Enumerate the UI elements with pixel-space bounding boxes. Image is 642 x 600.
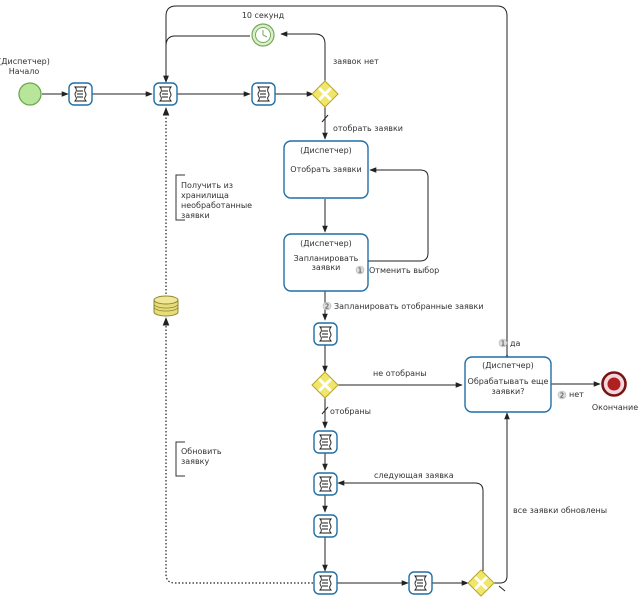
task-label-line1: Обрабатывать еще bbox=[468, 377, 549, 386]
task-role: (Диспетчер) bbox=[482, 361, 534, 370]
task-label-line1: Запланировать bbox=[294, 254, 359, 263]
clock-hands-icon bbox=[262, 30, 268, 38]
default-flow-slash-2 bbox=[321, 406, 329, 415]
task-label: Отобрать заявки bbox=[290, 165, 361, 174]
condition-badge bbox=[355, 265, 365, 275]
flow-timer-to-script2[interactable] bbox=[163, 35, 250, 83]
default-flow-slash-3 bbox=[498, 585, 506, 592]
label-selected: отобраны bbox=[330, 407, 371, 416]
badge-yes: 1 bbox=[498, 338, 508, 348]
label-no: нет bbox=[569, 390, 584, 399]
database-rings bbox=[153, 303, 179, 312]
condition-badge bbox=[498, 338, 508, 348]
end-event-label: Окончание bbox=[592, 403, 638, 412]
script-icon bbox=[158, 86, 173, 102]
condition-badge bbox=[557, 390, 567, 400]
script-task-8[interactable] bbox=[313, 571, 338, 595]
start-event-icon[interactable] bbox=[18, 82, 42, 106]
script-icon bbox=[318, 575, 333, 591]
end-event[interactable]: Окончание bbox=[592, 371, 638, 413]
end-event-core bbox=[607, 377, 621, 391]
annotation-bracket bbox=[175, 441, 185, 477]
label-plan-selected: Запланировать отобранные заявки bbox=[334, 302, 484, 311]
label-all-updated: все заявки обновлены bbox=[513, 506, 607, 515]
gateway-no-orders[interactable] bbox=[311, 80, 339, 108]
script-task-6[interactable] bbox=[313, 472, 338, 496]
start-event-label: Начало bbox=[9, 67, 40, 76]
flow-next-order[interactable] bbox=[337, 480, 484, 571]
start-event[interactable]: (Диспетчер) Начало bbox=[0, 57, 50, 106]
annotation-line: Получить из bbox=[181, 181, 233, 190]
annotation-line: заявки bbox=[181, 211, 210, 220]
flow-all-updated[interactable] bbox=[494, 412, 510, 584]
script-task-5[interactable] bbox=[313, 430, 338, 454]
annotation-line: необработанные bbox=[181, 201, 252, 210]
data-associations bbox=[162, 107, 313, 584]
task-process-more[interactable]: (Диспетчер) Обрабатывать еще заявки? bbox=[464, 356, 552, 413]
script-task-3[interactable] bbox=[251, 82, 276, 106]
start-event-role: (Диспетчер) bbox=[0, 57, 50, 66]
label-not-selected: не отобраны bbox=[373, 369, 427, 378]
script-task-1[interactable] bbox=[68, 82, 93, 106]
task-role: (Диспетчер) bbox=[300, 239, 352, 248]
flow-gateway1-to-timer[interactable] bbox=[280, 31, 326, 83]
gateway-all-updated[interactable] bbox=[467, 569, 495, 597]
timer-label: 10 секунд bbox=[242, 11, 285, 20]
badge-cancel: 1 bbox=[355, 265, 365, 275]
script-icon bbox=[73, 86, 88, 102]
script-task-9[interactable] bbox=[408, 571, 433, 595]
script-icon bbox=[318, 434, 333, 450]
script-icon bbox=[413, 575, 428, 591]
condition-badge bbox=[322, 301, 332, 311]
badge-number: 2 bbox=[560, 392, 564, 400]
label-next-order: следующая заявка bbox=[374, 471, 454, 480]
annotation-line: Обновить bbox=[181, 447, 222, 456]
script-task-7[interactable] bbox=[313, 514, 338, 538]
badge-plan: 2 bbox=[322, 301, 332, 311]
task-select-orders[interactable]: (Диспетчер) Отобрать заявки bbox=[283, 140, 369, 199]
script-task-4[interactable] bbox=[313, 322, 338, 346]
gateway-x-icon bbox=[318, 87, 332, 101]
data-store[interactable] bbox=[153, 295, 179, 317]
script-icon bbox=[318, 326, 333, 342]
task-box[interactable] bbox=[283, 233, 369, 292]
annotation-update[interactable]: Обновить заявку bbox=[175, 441, 222, 477]
timer-event[interactable]: 10 секунд bbox=[242, 11, 285, 47]
label-cancel-selection: Отменить выбор bbox=[369, 266, 439, 275]
script-icon bbox=[318, 476, 333, 492]
annotation-line: заявку bbox=[181, 457, 210, 466]
script-icon bbox=[318, 518, 333, 534]
badge-no: 2 bbox=[557, 390, 567, 400]
script-icon bbox=[256, 86, 271, 102]
badge-number: 2 bbox=[325, 303, 329, 311]
task-box[interactable] bbox=[464, 356, 552, 413]
annotation-fetch[interactable]: Получить из хранилища необработанные зая… bbox=[175, 174, 252, 221]
task-plan-orders[interactable]: (Диспетчер) Запланировать заявки bbox=[283, 233, 369, 292]
label-yes: да bbox=[510, 339, 521, 348]
flow-yes[interactable] bbox=[163, 5, 510, 364]
database-top bbox=[153, 295, 179, 305]
flow-cancel-selection[interactable] bbox=[360, 167, 429, 264]
annotation-bracket bbox=[175, 174, 185, 221]
sequence-flows bbox=[42, 5, 601, 592]
annotation-line: хранилища bbox=[181, 191, 229, 200]
gateway-selected[interactable] bbox=[311, 371, 339, 399]
script-task-2[interactable] bbox=[153, 82, 178, 106]
task-role: (Диспетчер) bbox=[300, 146, 352, 155]
gateway-x-icon bbox=[474, 576, 488, 590]
task-label-line2: заявки? bbox=[492, 387, 525, 396]
task-label-line2: заявки bbox=[312, 263, 341, 272]
badge-number: 1 bbox=[358, 267, 362, 275]
label-no-orders: заявок нет bbox=[333, 57, 379, 66]
gateway-x-icon bbox=[318, 378, 332, 392]
badge-number: 1 bbox=[501, 340, 505, 348]
label-select-orders: отобрать заявки bbox=[333, 124, 403, 133]
task-box[interactable] bbox=[283, 140, 369, 199]
